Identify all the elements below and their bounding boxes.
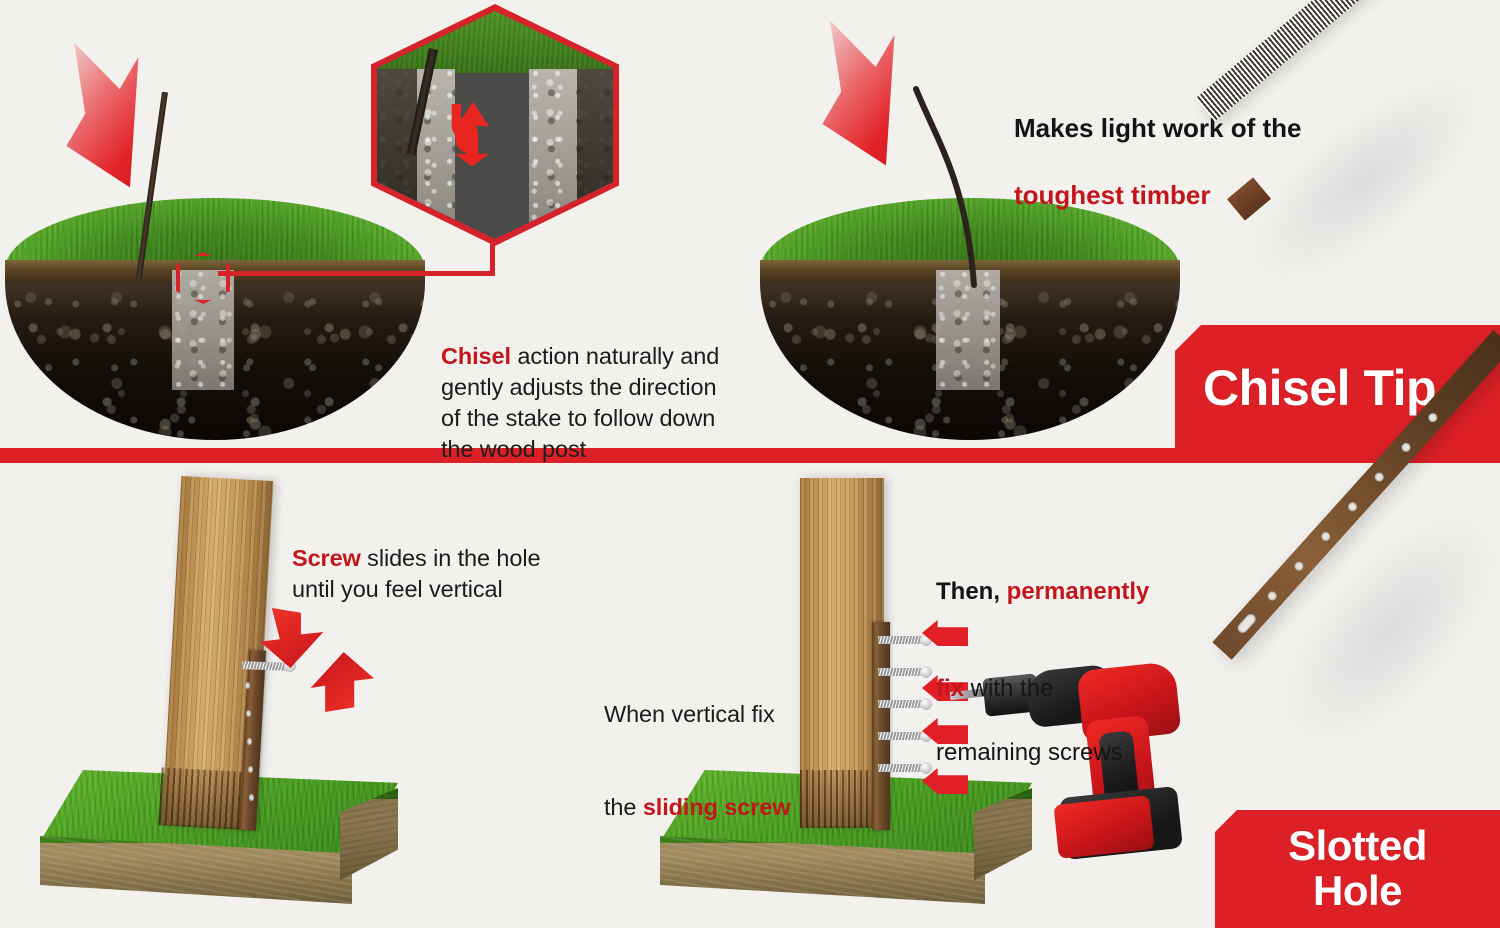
caption-bottom-right-a: Then, permanently fix with the remaining… xyxy=(936,512,1176,801)
slotted-stake-shadow xyxy=(1237,471,1500,789)
fixing-screw xyxy=(878,764,926,772)
panel-bottom-left xyxy=(10,470,430,910)
callout-connector-horizontal xyxy=(218,271,495,276)
stake-hole xyxy=(249,794,254,801)
wood-post-vertical xyxy=(800,478,884,826)
screw-head-icon xyxy=(920,666,932,678)
drive-down-arrow-icon-2 xyxy=(804,14,911,173)
stake-hole xyxy=(245,682,250,689)
badge-slotted-hole-label: Slotted Hole xyxy=(1288,822,1427,914)
caption-br-a-line2: fix with the xyxy=(936,641,1176,705)
caption-top-left-lead: Chisel xyxy=(441,343,511,370)
caption-bottom-left-lead: Screw xyxy=(292,545,361,572)
slide-arrow-up xyxy=(310,652,374,712)
badge-slotted-hole: Slotted Hole xyxy=(1215,810,1500,928)
fixing-screw xyxy=(878,732,926,740)
hexagon-inset-callout xyxy=(371,4,619,246)
caption-br-a-line1-pre: Then, xyxy=(936,578,1007,606)
badge-chisel-tip-label: Chisel Tip xyxy=(1203,359,1437,416)
caption-br-b-line2-red: sliding screw xyxy=(642,794,791,821)
panel-top-right xyxy=(760,0,1190,440)
caption-br-a-line2-red: fix xyxy=(936,674,965,702)
stake-hole xyxy=(1346,500,1359,514)
caption-br-a-line1-red: permanently xyxy=(1006,578,1150,606)
caption-top-left-rest: action naturally and gently adjusts the … xyxy=(441,343,720,463)
stake-hole xyxy=(1265,589,1279,603)
stake-hole xyxy=(1292,559,1306,573)
caption-br-b-line2: the sliding screw xyxy=(604,761,854,823)
caption-bottom-right-b: When vertical fix the sliding screw xyxy=(604,668,854,854)
gravel-backfill-2 xyxy=(936,270,1000,390)
curved-stake-icon xyxy=(913,86,977,288)
drive-down-arrow-icon xyxy=(48,36,155,195)
caption-br-b-line1: When vertical fix xyxy=(604,701,775,728)
slotted-hole-oval xyxy=(1235,611,1258,636)
caption-top-right-line2: toughest timber xyxy=(1014,180,1211,211)
section-divider xyxy=(0,448,1500,463)
caption-bottom-left: Screw slides in the hole until you feel … xyxy=(292,512,592,605)
inset-curved-arrow-icon xyxy=(451,102,490,167)
caption-bottom-left-rest: slides in the hole until you feel vertic… xyxy=(292,545,541,603)
screw-head-icon xyxy=(920,762,932,774)
caption-br-b-line2-pre: the xyxy=(604,794,643,821)
fixing-screw xyxy=(878,700,926,708)
caption-br-a-line3: remaining screws xyxy=(936,739,1123,767)
slide-arrow-down xyxy=(260,608,324,668)
caption-top-right-line1: Makes light work of the xyxy=(1014,112,1302,143)
fixing-screw xyxy=(878,668,926,676)
screw-head-icon xyxy=(920,698,932,710)
stake-hole xyxy=(1426,411,1440,424)
stake-hole xyxy=(248,766,253,773)
stake-hole xyxy=(1319,530,1333,543)
fixing-screw xyxy=(878,636,926,644)
panel-bottom-right xyxy=(650,470,1183,910)
drill-battery-pack xyxy=(1053,795,1155,859)
slide-updown-arrows-icon xyxy=(260,608,380,713)
inset-soil-dark-right xyxy=(577,69,613,239)
stake-hole xyxy=(1399,440,1413,454)
caption-top-left: Chisel action naturally and gently adjus… xyxy=(441,310,741,465)
stake-hole xyxy=(1372,470,1386,484)
stake-hole xyxy=(246,710,251,717)
stake-hole xyxy=(247,738,252,745)
caption-br-a-line2-rest: with the xyxy=(964,674,1054,702)
slotted-stake-on-post-2 xyxy=(872,622,890,830)
caption-br-a-line1: Then, permanently xyxy=(936,544,1176,608)
zoom-marker-hexagon-icon xyxy=(176,252,230,304)
gravel-backfill xyxy=(172,270,234,390)
fence-post-grey xyxy=(193,28,231,390)
